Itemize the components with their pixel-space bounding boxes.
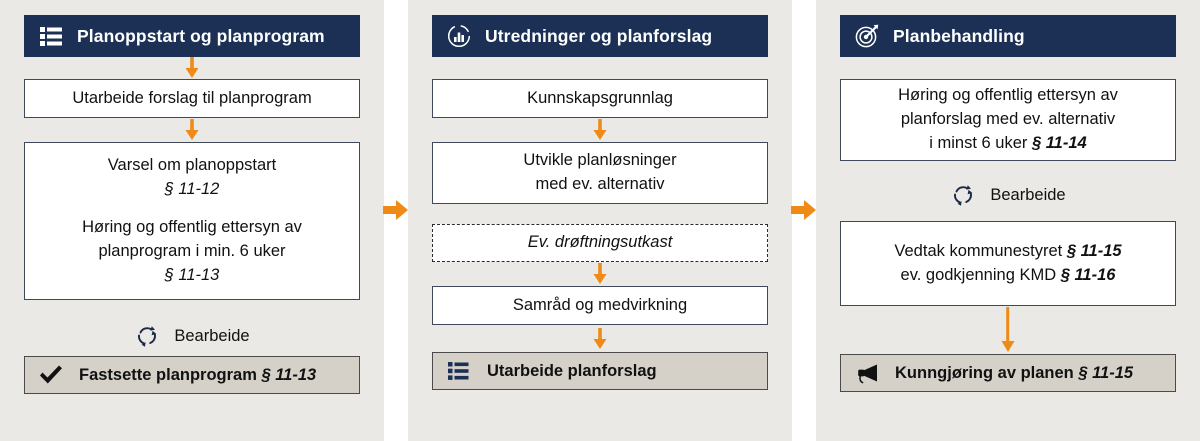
column-header-planbehandling: Planbehandling (840, 15, 1176, 57)
column-header-utredninger: Utredninger og planforslag (432, 15, 768, 57)
step-line: Høring og offentlig ettersyn av (898, 86, 1118, 105)
result-label: Utarbeide planforslag (487, 361, 657, 380)
flow-arrow-down (432, 325, 768, 352)
column-gap-1 (383, 0, 409, 441)
rework-label: Bearbeide (990, 185, 1066, 204)
rework-label: Bearbeide (174, 326, 250, 345)
flow-spacer (432, 204, 768, 224)
step-box-varsel-og-horing: Varsel om planoppstart § 11-12 Høring og… (24, 142, 360, 300)
arrow-right-icon (791, 198, 817, 222)
step-box-kunnskapsgrunnlag: Kunnskapsgrunnlag (432, 79, 768, 118)
column-spacer (24, 394, 360, 441)
flow-arrow-down (432, 118, 768, 142)
column-spacer (432, 390, 768, 441)
law-ref: § 11-14 (1031, 133, 1087, 152)
step-line: planprogram i min. 6 uker (98, 241, 286, 260)
column-header-title: Planbehandling (893, 25, 1025, 46)
step-box-vedtak-kommunestyret: Vedtak kommunestyret § 11-15 ev. godkjen… (840, 221, 1176, 306)
recycle-icon (134, 323, 160, 349)
step-line: Vedtak kommunestyret § 11-15 (894, 241, 1122, 260)
rework-label-group: Bearbeide (24, 316, 360, 356)
result-law: § 11-13 (261, 365, 317, 384)
list-icon (447, 360, 471, 382)
step-box-utvikle-planlosninger: Utvikle planløsninger med ev. alternativ (432, 142, 768, 204)
flow-arrow-down (24, 57, 360, 79)
step-box-horing-offentlig-ettersyn: Høring og offentlig ettersyn av planfors… (840, 79, 1176, 161)
column-header-title: Utredninger og planforslag (485, 25, 713, 46)
step-line: Kunnskapsgrunnlag (527, 88, 673, 107)
result-label: Fastsette planprogram (79, 365, 262, 384)
step-box-samrad-medvirkning: Samråd og medvirkning (432, 286, 768, 325)
step-line: Varsel om planoppstart (107, 156, 277, 175)
step-line: Samråd og medvirkning (512, 295, 688, 314)
result-box-kunngjoring: Kunngjøring av planen § 11-15 (840, 354, 1176, 392)
column-planbehandling: Planbehandling Høring og offentlig etter… (816, 0, 1200, 441)
checkmark-icon (39, 364, 63, 386)
step-line-law: § 11-12 (164, 180, 220, 199)
column-planoppstart: Planoppstart og planprogram Utarbeide fo… (0, 0, 384, 441)
flow-arrow-down (24, 118, 360, 142)
rework-label-group: Bearbeide (840, 175, 1176, 215)
step-line-law: i minst 6 uker § 11-14 (929, 133, 1087, 152)
flow-arrow-down (432, 262, 768, 286)
result-law: § 11-15 (1078, 363, 1134, 382)
flow-spacer (432, 57, 768, 79)
column-header-planoppstart: Planoppstart og planprogram (24, 15, 360, 57)
step-line: planforslag med ev. alternativ (900, 110, 1116, 129)
step-line: Ev. drøftningsutkast (527, 233, 673, 252)
step-line-law: § 11-13 (164, 265, 220, 284)
list-icon (39, 24, 63, 48)
recycle-icon (950, 182, 976, 208)
law-ref: § 11-15 (1066, 241, 1122, 260)
arrow-right-icon (383, 198, 409, 222)
column-utredninger: Utredninger og planforslag Kunnskapsgrun… (408, 0, 792, 441)
result-box-utarbeide-planforslag: Utarbeide planforslag (432, 352, 768, 390)
step-line: Høring og offentlig ettersyn av (82, 218, 302, 237)
law-ref: § 11-16 (1060, 265, 1116, 284)
step-box-droftningsutkast: Ev. drøftningsutkast (432, 224, 768, 262)
step-line: med ev. alternativ (535, 175, 665, 193)
megaphone-icon (855, 362, 879, 384)
flow-spacer (840, 57, 1176, 79)
step-box-utarbeide-forslag: Utarbeide forslag til planprogram (24, 79, 360, 118)
column-header-title: Planoppstart og planprogram (77, 25, 325, 46)
step-line: ev. godkjenning KMD § 11-16 (900, 265, 1116, 284)
flow-arrow-down (840, 306, 1176, 354)
result-label: Kunngjøring av planen (895, 363, 1079, 382)
step-line: Utvikle planløsninger (523, 151, 677, 170)
chart-circle-icon (447, 24, 471, 48)
step-line-spacer (82, 202, 302, 216)
column-spacer (840, 392, 1176, 441)
step-line: Utarbeide forslag til planprogram (72, 88, 312, 107)
result-box-fastsette-planprogram: Fastsette planprogram § 11-13 (24, 356, 360, 394)
column-gap-2 (791, 0, 817, 441)
target-icon (855, 24, 879, 48)
